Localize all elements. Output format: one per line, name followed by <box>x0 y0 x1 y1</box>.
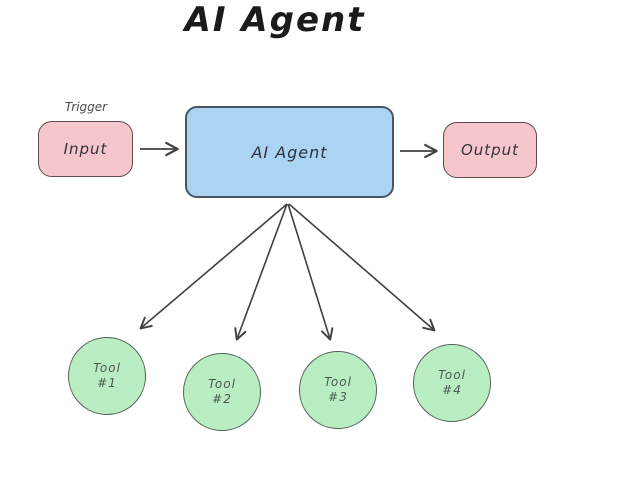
tool-node-4[interactable]: Tool #4 <box>413 344 491 422</box>
tool-node-3[interactable]: Tool #3 <box>299 351 377 429</box>
input-node-label: Input <box>63 140 108 158</box>
arrow-agent-to-tool-3 <box>287 203 334 341</box>
arrow-agent-to-tool-1 <box>139 203 288 330</box>
tool-node-label: Tool <box>208 377 236 391</box>
agent-node[interactable]: AI Agent <box>185 106 394 198</box>
agent-node-label: AI Agent <box>251 142 328 162</box>
tool-node-label: Tool <box>324 375 352 389</box>
diagram-title: AI Agent <box>184 0 366 40</box>
tool-node-label: Tool <box>93 361 121 375</box>
tool-node-number: #3 <box>328 390 348 404</box>
arrow-agent-to-tool-2 <box>234 203 288 341</box>
tool-node-number: #4 <box>442 383 462 397</box>
tool-node-number: #1 <box>97 376 117 390</box>
input-node[interactable]: Input <box>38 121 133 177</box>
output-node-label: Output <box>460 141 520 159</box>
tool-node-1[interactable]: Tool #1 <box>68 337 146 415</box>
tool-node-2[interactable]: Tool #2 <box>183 353 261 431</box>
tool-node-number: #2 <box>212 392 232 406</box>
tool-node-label: Tool <box>438 368 466 382</box>
output-node[interactable]: Output <box>443 122 537 178</box>
trigger-label: Trigger <box>64 100 108 114</box>
arrow-agent-to-tool-4 <box>288 203 436 332</box>
